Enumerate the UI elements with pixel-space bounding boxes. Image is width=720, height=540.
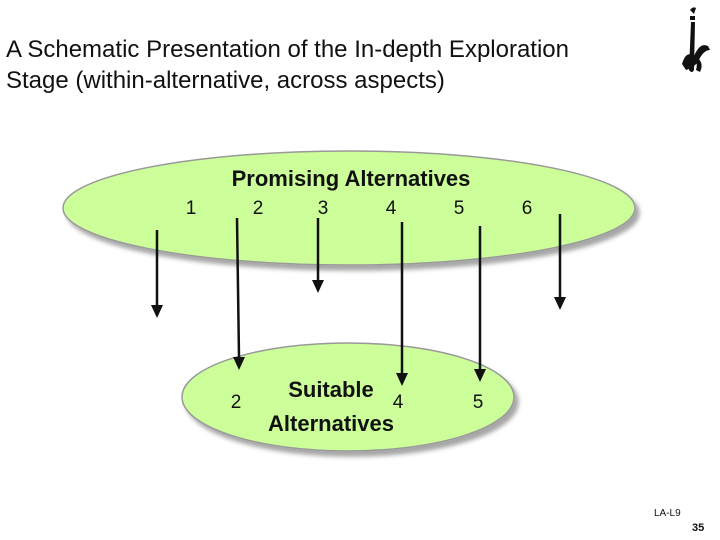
promising-alternatives-ellipse: [62, 150, 636, 266]
suitable-alternatives-label-line1: Suitable: [288, 377, 374, 402]
promising-item-6: 6: [522, 198, 533, 219]
suitable-item-5: 5: [473, 392, 484, 413]
suitable-alternatives-ellipse: [181, 342, 515, 452]
arrow-alternative-2: [233, 217, 245, 370]
suitable-alternatives-label-line2: Alternatives: [268, 411, 394, 436]
slide-code: LA-L9: [654, 508, 681, 519]
promising-item-5: 5: [454, 198, 465, 219]
slide-number: 35: [692, 522, 705, 534]
promising-item-1: 1: [186, 198, 197, 219]
suitable-item-4: 4: [393, 392, 404, 413]
promising-item-3: 3: [318, 198, 329, 219]
title-line-1: A Schematic Presentation of the In-depth…: [6, 36, 570, 63]
arrow-alternative-3: [312, 218, 324, 293]
slide-title: A Schematic Presentation of the In-depth…: [6, 34, 686, 96]
arrow-alternative-5: [474, 226, 486, 382]
promising-item-2: 2: [253, 198, 264, 219]
arrows: [151, 214, 566, 386]
arrow-alternative-4: [396, 222, 408, 386]
institution-logo-icon: [682, 7, 710, 72]
suitable-item-2: 2: [231, 392, 242, 413]
arrow-alternative-6: [554, 214, 566, 310]
promising-item-4: 4: [386, 198, 397, 219]
arrow-alternative-1: [151, 230, 163, 318]
promising-alternatives-label: Promising Alternatives: [232, 166, 471, 191]
title-line-2: Stage (within-alternative, across aspect…: [6, 67, 445, 94]
